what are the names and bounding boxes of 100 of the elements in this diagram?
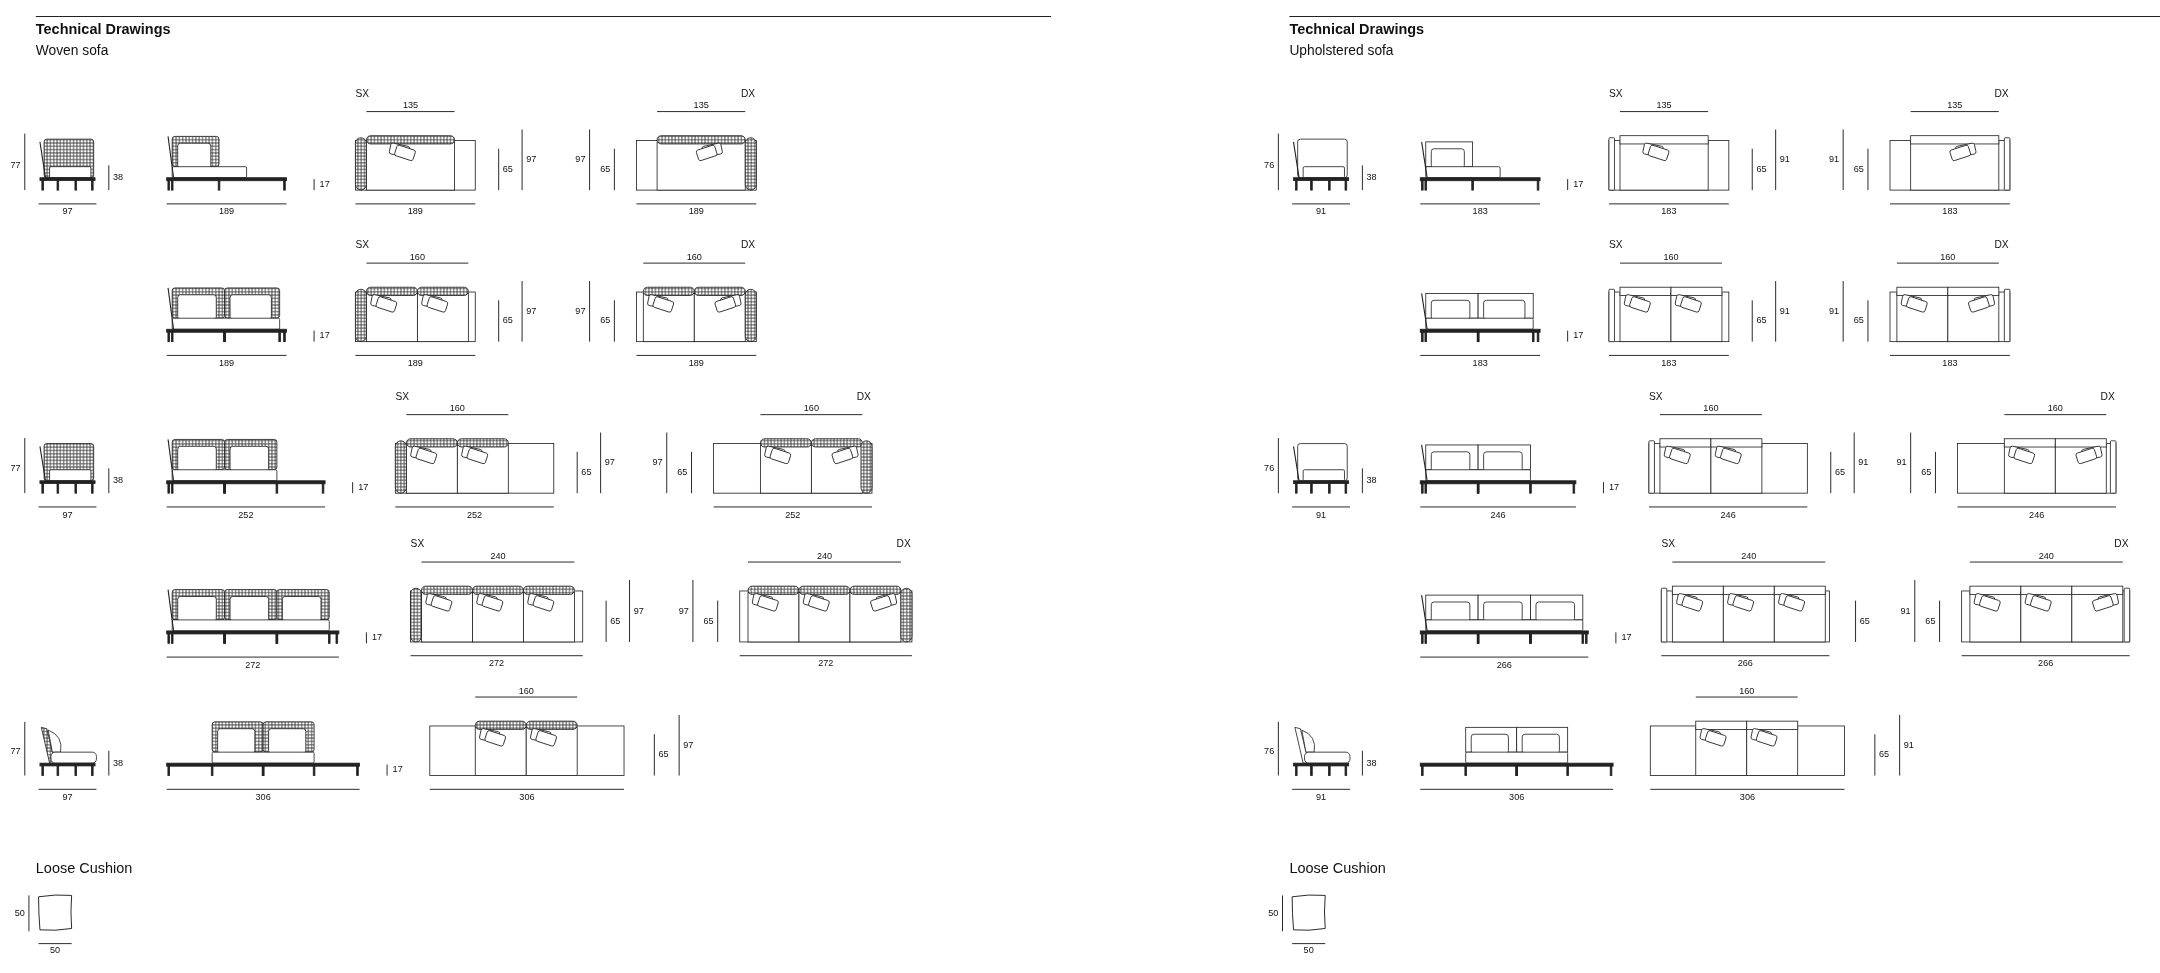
dimension-label: 97: [62, 793, 73, 803]
dimension-label: 17: [371, 633, 383, 643]
dimension-label: 38: [112, 758, 124, 768]
dimension-label: 135: [1656, 101, 1672, 111]
dimension-label: 252: [238, 510, 254, 520]
dimension-label: 38: [1366, 173, 1377, 183]
dimension-label: 97: [575, 155, 586, 165]
dimension-label: 272: [245, 660, 261, 670]
orientation-label: SX: [1649, 391, 1663, 402]
dimension-label: 91: [1828, 155, 1840, 165]
page-subheading: Upholstered sofa: [1289, 44, 1394, 58]
dimension-label: 160: [1739, 687, 1755, 697]
dimension-label: 160: [518, 687, 534, 697]
orientation-label: DX: [1994, 88, 2009, 99]
dimension-label: 160: [803, 404, 819, 414]
dimension-label: 135: [402, 101, 419, 111]
dimension-label: 17: [1621, 633, 1632, 643]
dimension-label: 17: [392, 765, 403, 775]
dimension-label: 306: [1509, 793, 1525, 803]
section-heading: Loose Cushion: [35, 860, 133, 876]
dimension-label: 135: [1947, 101, 1963, 111]
page-heading: Technical Drawings: [35, 21, 171, 37]
dimension-label: 189: [407, 207, 423, 217]
dimension-label: 65: [1921, 467, 1932, 478]
dimension-label: 65: [1756, 316, 1767, 326]
dimension-label: 97: [62, 510, 73, 520]
dimension-label: 50: [50, 945, 61, 956]
dimension-label: 77: [10, 160, 21, 170]
dimension-label: 160: [409, 253, 425, 263]
dimension-label: 97: [526, 306, 537, 316]
dimension-label: 240: [2038, 552, 2054, 562]
dimension-label: 77: [10, 746, 21, 756]
dimension-label: 91: [1779, 155, 1790, 165]
dimension-label: 17: [1573, 331, 1584, 341]
dimension-label: 266: [1496, 660, 1512, 670]
dimension-label: 65: [1853, 164, 1864, 174]
dimension-label: 183: [1661, 207, 1677, 217]
dimension-label: 189: [688, 359, 704, 369]
dimension-label: 183: [1661, 359, 1677, 369]
dimension-label: 65: [677, 467, 688, 478]
dimension-label: 97: [526, 155, 537, 165]
dimension-label: 266: [1737, 659, 1753, 669]
dimension-label: 91: [1316, 510, 1327, 520]
dimension-label: 50: [1303, 945, 1314, 956]
dimension-label: 272: [489, 659, 505, 669]
dimension-label: 97: [678, 606, 689, 616]
dimension-label: 160: [1940, 253, 1956, 263]
orientation-label: DX: [1994, 240, 2009, 251]
dimension-label: 65: [502, 164, 513, 174]
dimension-label: 306: [255, 793, 271, 803]
dimension-label: 65: [1853, 316, 1864, 326]
dimension-label: 160: [2047, 404, 2063, 414]
dimension-label: 97: [683, 740, 694, 750]
dimension-label: 135: [693, 101, 709, 111]
dimension-label: 183: [1472, 359, 1488, 369]
dimension-label: 306: [519, 793, 535, 803]
dimension-label: 240: [1741, 552, 1757, 562]
dimension-label: 65: [1834, 467, 1845, 478]
dimension-label: 252: [785, 510, 801, 520]
dimension-label: 97: [652, 458, 663, 468]
dimension-label: 38: [1366, 758, 1377, 768]
dimension-label: 189: [219, 359, 235, 369]
orientation-label: SX: [355, 240, 370, 251]
orientation-label: DX: [856, 391, 871, 402]
dimension-label: 306: [1739, 793, 1755, 803]
dimension-label: 65: [502, 316, 513, 326]
dimension-label: 50: [1268, 908, 1279, 918]
orientation-label: DX: [2100, 391, 2115, 402]
orientation-label: SX: [1609, 240, 1623, 251]
dimension-label: 189: [219, 207, 235, 217]
dimension-label: 246: [1720, 510, 1736, 520]
dimension-label: 160: [1663, 253, 1679, 263]
dimension-label: 189: [407, 359, 423, 369]
dimension-label: 91: [1858, 458, 1869, 468]
dimension-label: 65: [610, 616, 621, 626]
dimension-label: 183: [1942, 359, 1958, 369]
dimension-label: 91: [1900, 606, 1911, 616]
orientation-label: SX: [355, 88, 370, 99]
dimension-label: 240: [490, 552, 506, 562]
dimension-label: 252: [467, 510, 483, 520]
dimension-label: 65: [581, 467, 592, 478]
page-subheading: Woven sofa: [35, 44, 109, 58]
dimension-label: 65: [600, 316, 611, 326]
dimension-label: 76: [1264, 463, 1275, 473]
dimension-label: 160: [686, 253, 702, 263]
dimension-label: 17: [358, 483, 369, 493]
dimension-label: 91: [1896, 458, 1907, 468]
dimension-label: 17: [1573, 180, 1584, 190]
orientation-label: SX: [1609, 88, 1623, 99]
dimension-label: 38: [112, 173, 124, 183]
section-heading: Loose Cushion: [1289, 860, 1386, 876]
dimension-label: 65: [1859, 616, 1870, 626]
dimension-label: 160: [1703, 404, 1719, 414]
dimension-label: 77: [10, 463, 21, 473]
dimension-label: 17: [319, 180, 330, 190]
dimension-label: 65: [1756, 164, 1767, 174]
dimension-label: 65: [703, 616, 714, 626]
dimension-label: 189: [688, 207, 704, 217]
dimension-label: 17: [319, 331, 330, 341]
dimension-label: 38: [1366, 476, 1377, 486]
